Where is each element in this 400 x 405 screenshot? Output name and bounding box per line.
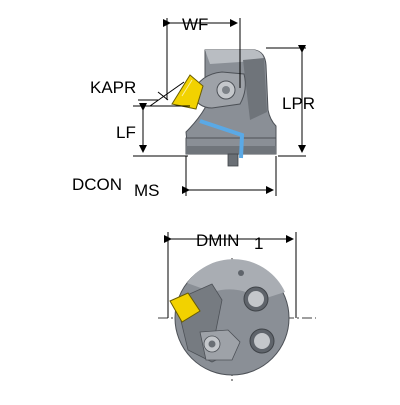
side-view [171,49,277,167]
kapr-label: KAPR [90,78,136,97]
coupling-bolt [227,153,239,167]
dim-dmin: DMIN 1 [164,231,297,318]
lf-label: LF [116,123,136,142]
end-view [158,258,316,384]
dim-wf: WF [163,15,241,100]
wf-label: WF [182,15,208,34]
insert [171,74,204,110]
bolt-hole-top [243,286,269,312]
dcon-label: DCON [72,175,122,194]
coolant-hole [238,270,244,276]
dmin-label: DMIN [196,231,239,250]
dim-dcon: DCON MS [72,156,277,200]
dim-kapr: KAPR [90,78,190,107]
coolant-channel [199,119,245,159]
holder-side-face [243,58,267,120]
dmin-subscript: 1 [254,234,263,253]
dcon-subscript: MS [134,181,160,200]
dim-lpr: LPR [266,45,315,157]
end-insert [169,292,201,323]
bolt-hole-bottom [249,328,275,354]
lpr-label: LPR [282,94,315,113]
dim-lf: LF [116,103,188,157]
